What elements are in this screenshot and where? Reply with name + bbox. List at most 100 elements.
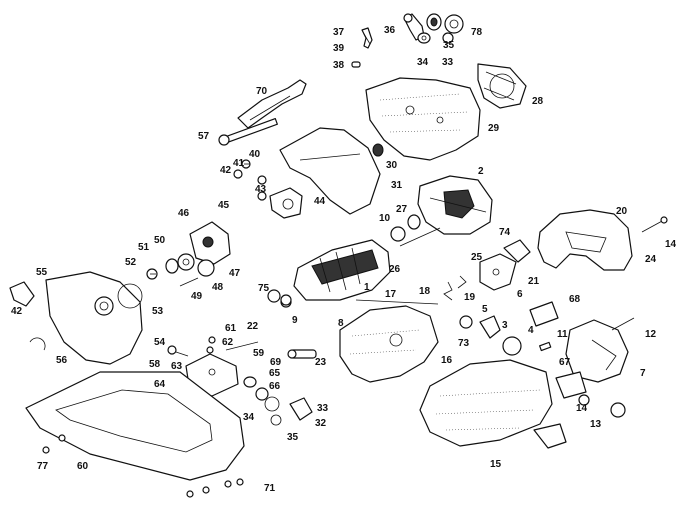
callout-70: 70: [256, 86, 268, 97]
callout-33b: 33: [317, 403, 329, 414]
callout-17: 17: [385, 289, 397, 300]
part-15-lower-housing: [419, 359, 553, 447]
callout-33: 33: [442, 57, 454, 68]
part-59-rod: [225, 341, 259, 351]
part-48-screw: [179, 277, 199, 287]
callout-20: 20: [616, 206, 628, 217]
callout-31: 31: [391, 180, 403, 191]
part-53-ring: [117, 283, 143, 309]
callout-46: 46: [178, 208, 190, 219]
callout-78: 78: [471, 27, 483, 38]
part-32-knob: [289, 397, 313, 421]
callout-51: 51: [138, 242, 150, 253]
part-66-washer: [255, 387, 269, 401]
callout-53: 53: [152, 306, 164, 317]
part-77-screws: [42, 434, 66, 454]
part-37-lever: [361, 27, 373, 49]
part-65-washer: [243, 376, 257, 388]
part-47-flange: [197, 259, 215, 277]
part-42-lever-small: [9, 281, 35, 307]
callout-36: 36: [384, 25, 396, 36]
callout-42: 42: [220, 165, 232, 176]
callout-57: 57: [198, 131, 210, 142]
callout-40: 40: [249, 149, 261, 160]
part-41-screw: [241, 159, 251, 169]
part-10-bearing: [390, 226, 406, 242]
part-46-hub: [189, 221, 231, 265]
part-52-bolt: [146, 268, 158, 280]
callout-47: 47: [229, 268, 241, 279]
part-1-armature: [293, 239, 391, 301]
callout-69: 69: [270, 357, 282, 368]
callout-61: 61: [225, 323, 237, 334]
callout-49: 49: [191, 291, 203, 302]
callout-65: 65: [269, 368, 281, 379]
part-4-pin: [539, 341, 552, 352]
callout-labels: 37 39 38 36 34 35 33 78 70 28 29 57 41 4…: [11, 25, 677, 494]
callout-24: 24: [645, 254, 657, 265]
callout-50: 50: [154, 235, 166, 246]
callout-15: 15: [490, 459, 502, 470]
part-70-upper-handle: [237, 79, 307, 129]
callout-8: 8: [338, 318, 344, 329]
part-19-spring: [457, 275, 467, 289]
part-29-housing: [365, 77, 481, 161]
part-55-blade: [45, 271, 143, 365]
callout-29: 29: [488, 123, 500, 134]
callout-44: 44: [314, 196, 326, 207]
part-35-nut-lower: [270, 414, 282, 426]
callout-34b: 34: [243, 412, 255, 423]
part-9-bearing: [280, 294, 292, 306]
part-54-screw: [167, 345, 189, 357]
callout-21: 21: [528, 276, 540, 287]
part-30-bushing: [372, 143, 384, 157]
callout-35: 35: [443, 40, 455, 51]
part-3-gear: [479, 315, 522, 356]
callout-30: 30: [386, 160, 398, 171]
callout-37: 37: [333, 27, 345, 38]
part-35-knob: [426, 13, 442, 31]
part-26-rod: [399, 227, 441, 247]
callout-60: 60: [77, 461, 89, 472]
part-18-spring: [443, 281, 453, 301]
callout-42b: 42: [11, 306, 23, 317]
callout-35b: 35: [287, 432, 299, 443]
callout-34: 34: [417, 57, 429, 68]
callout-10: 10: [379, 213, 391, 224]
part-7-gear-assembly: [565, 319, 629, 383]
part-61-62-screws: [206, 336, 216, 354]
callout-4: 4: [528, 325, 534, 336]
part-34-washer: [417, 32, 431, 44]
part-13-knob: [578, 394, 626, 418]
callout-75: 75: [258, 283, 270, 294]
callout-16: 16: [441, 355, 453, 366]
part-38-pin: [351, 61, 361, 68]
part-56-spring-clip: [29, 337, 46, 351]
callout-64: 64: [154, 379, 166, 390]
part-34-washer-lower: [264, 396, 280, 412]
part-31-blade-guard: [279, 127, 381, 215]
callout-77: 77: [37, 461, 49, 472]
part-14-screw: [641, 216, 668, 233]
callout-68: 68: [569, 294, 581, 305]
callout-43: 43: [255, 184, 267, 195]
part-51-washer: [165, 258, 179, 274]
callout-18: 18: [419, 286, 431, 297]
callout-62: 62: [222, 337, 234, 348]
callout-32: 32: [315, 418, 327, 429]
callout-23: 23: [315, 357, 327, 368]
callout-73: 73: [458, 338, 470, 349]
part-68-plate: [529, 301, 559, 327]
callout-48: 48: [212, 282, 224, 293]
part-71-screws: [186, 478, 244, 498]
callout-52: 52: [125, 257, 137, 268]
part-12-screw: [611, 317, 635, 331]
callout-38: 38: [333, 60, 345, 71]
part-73-washer: [459, 315, 473, 329]
part-78-knob: [442, 14, 464, 44]
callout-5: 5: [482, 304, 488, 315]
part-27-brush: [407, 214, 421, 230]
part-67-bracket: [555, 371, 587, 399]
part-42-screw: [233, 169, 243, 179]
part-50-washer: [177, 253, 195, 271]
